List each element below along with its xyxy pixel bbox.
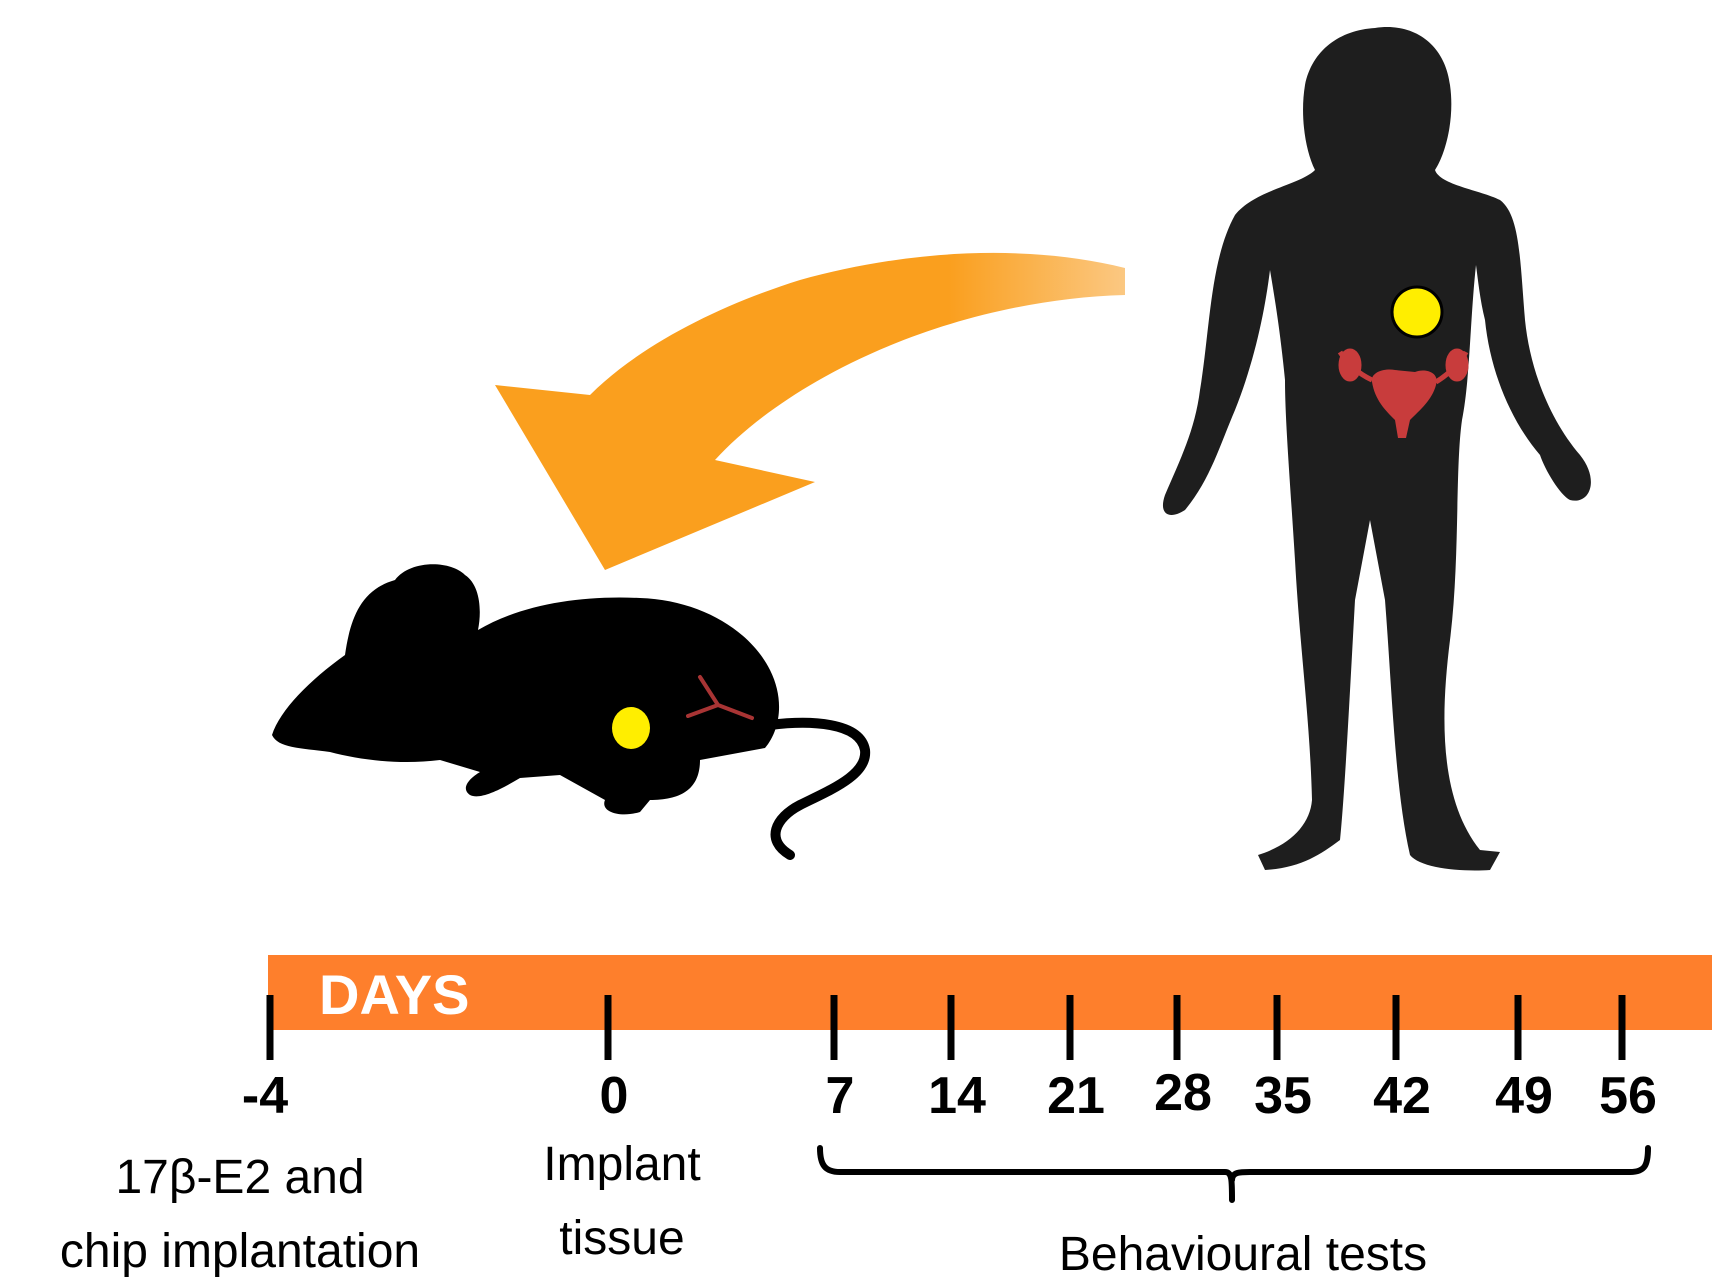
tick-label-day-21: 21 [1047,1067,1105,1125]
uterus-icon [1337,348,1469,438]
transfer-arrow-icon [495,252,1125,570]
mouse-silhouette-icon [272,564,871,860]
implantation-label-line2: chip implantation [60,1225,420,1278]
timeline-ticks: -4 0 7 14 21 28 35 42 49 56 [242,995,1657,1125]
implantation-label-line1: 17β-E2 and [115,1151,364,1204]
tick-label-day-0: 0 [600,1067,629,1125]
tick-label-day-14: 14 [928,1067,986,1125]
timeline-bar-label: DAYS [319,963,469,1026]
implant-tissue-label-line2: tissue [559,1212,684,1265]
behavioural-tests-bracket [817,1145,1651,1203]
implant-tissue-label-line1: Implant [543,1138,700,1191]
timeline-bar [268,955,1712,1030]
tick-label-day-28: 28 [1154,1064,1212,1122]
tick-label-day-7: 7 [826,1067,855,1125]
human-silhouette-icon [1162,27,1591,871]
tick-label-day--4: -4 [242,1067,288,1125]
behavioural-tests-label: Behavioural tests [1059,1228,1427,1281]
tick-label-day-56: 56 [1599,1067,1657,1125]
human-implant-dot [1390,285,1444,339]
mouse-uterus-icon [686,675,754,720]
mouse-implant-dot [612,707,650,749]
tick-label-day-35: 35 [1254,1067,1312,1125]
tick-label-day-49: 49 [1495,1067,1553,1125]
tick-label-day-42: 42 [1373,1067,1431,1125]
